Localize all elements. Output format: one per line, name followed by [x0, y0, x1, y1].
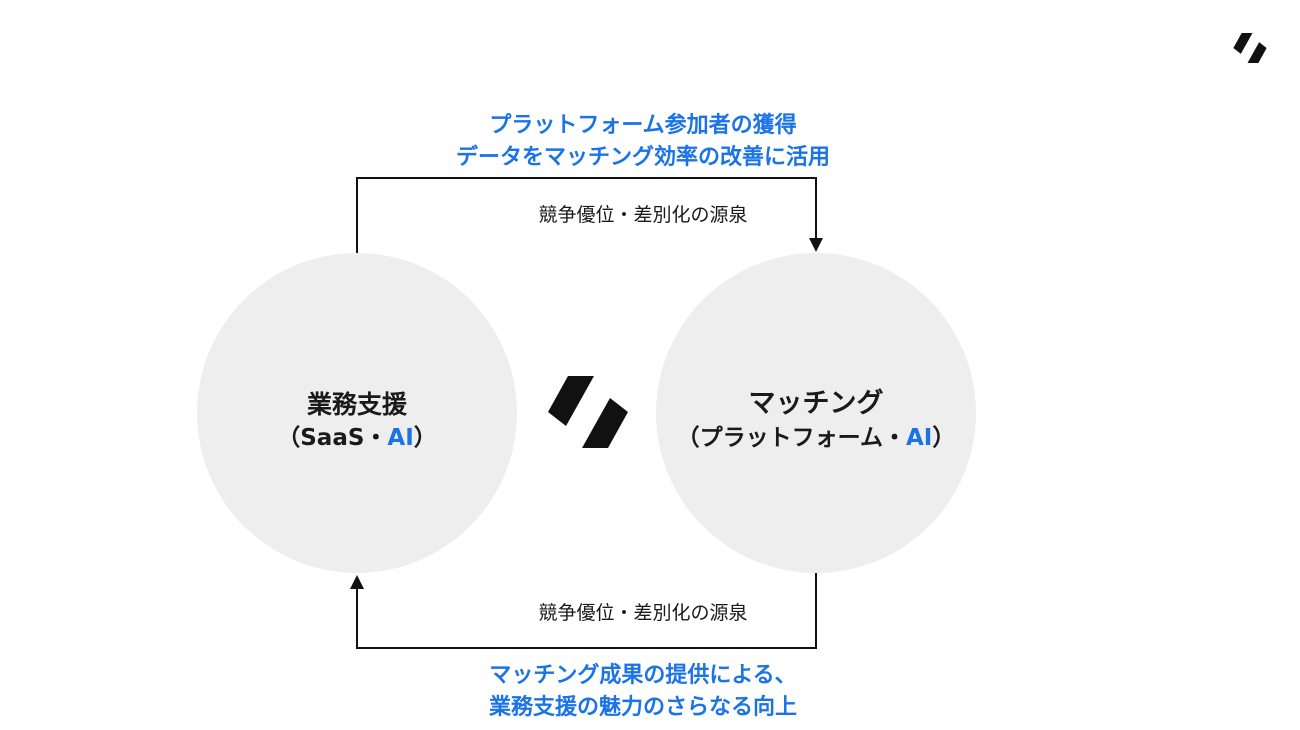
- matching-subtitle-suffix: ）: [932, 425, 956, 451]
- matching-subtitle-prefix: （プラットフォーム・: [676, 425, 906, 451]
- top-edge-label: 競争優位・差別化の源泉: [538, 204, 748, 226]
- top-flow-caption-line2: データをマッチング効率の改善に活用: [455, 145, 830, 170]
- business-support-subtitle-accent: AI: [387, 425, 414, 451]
- top-arrowhead-icon: [809, 238, 823, 252]
- business-support-subtitle: （SaaS・AI）: [197, 418, 517, 452]
- matching-subtitle-accent: AI: [905, 425, 933, 451]
- matching-title: マッチング: [748, 388, 884, 419]
- bottom-flow-caption-line2: 業務支援の魅力のさらなる向上: [488, 695, 797, 720]
- top-connector-line: [356, 177, 817, 253]
- top-flow-caption: プラットフォーム参加者の獲得 データをマッチング効率の改善に活用: [300, 110, 986, 174]
- business-support-title: 業務支援: [306, 390, 407, 419]
- bottom-edge-label: 競争優位・差別化の源泉: [538, 602, 748, 624]
- top-flow-caption-line1: プラットフォーム参加者の獲得: [489, 113, 797, 138]
- bottom-flow-caption-line1: マッチング成果の提供による、: [489, 663, 797, 688]
- business-support-subtitle-prefix: （SaaS・: [277, 425, 388, 451]
- business-support-subtitle-suffix: ）: [413, 425, 437, 451]
- bottom-arrowhead-icon: [350, 575, 364, 589]
- brand-logo-icon: [548, 376, 628, 448]
- matching-node: マッチング （プラットフォーム・AI）: [656, 253, 976, 573]
- bottom-connector-line: [356, 573, 817, 649]
- corner-brand-logo-icon: [1233, 33, 1267, 63]
- matching-subtitle: （プラットフォーム・AI）: [656, 418, 976, 452]
- bottom-flow-caption: マッチング成果の提供による、 業務支援の魅力のさらなる向上: [300, 660, 986, 724]
- business-support-node: 業務支援 （SaaS・AI）: [197, 253, 517, 573]
